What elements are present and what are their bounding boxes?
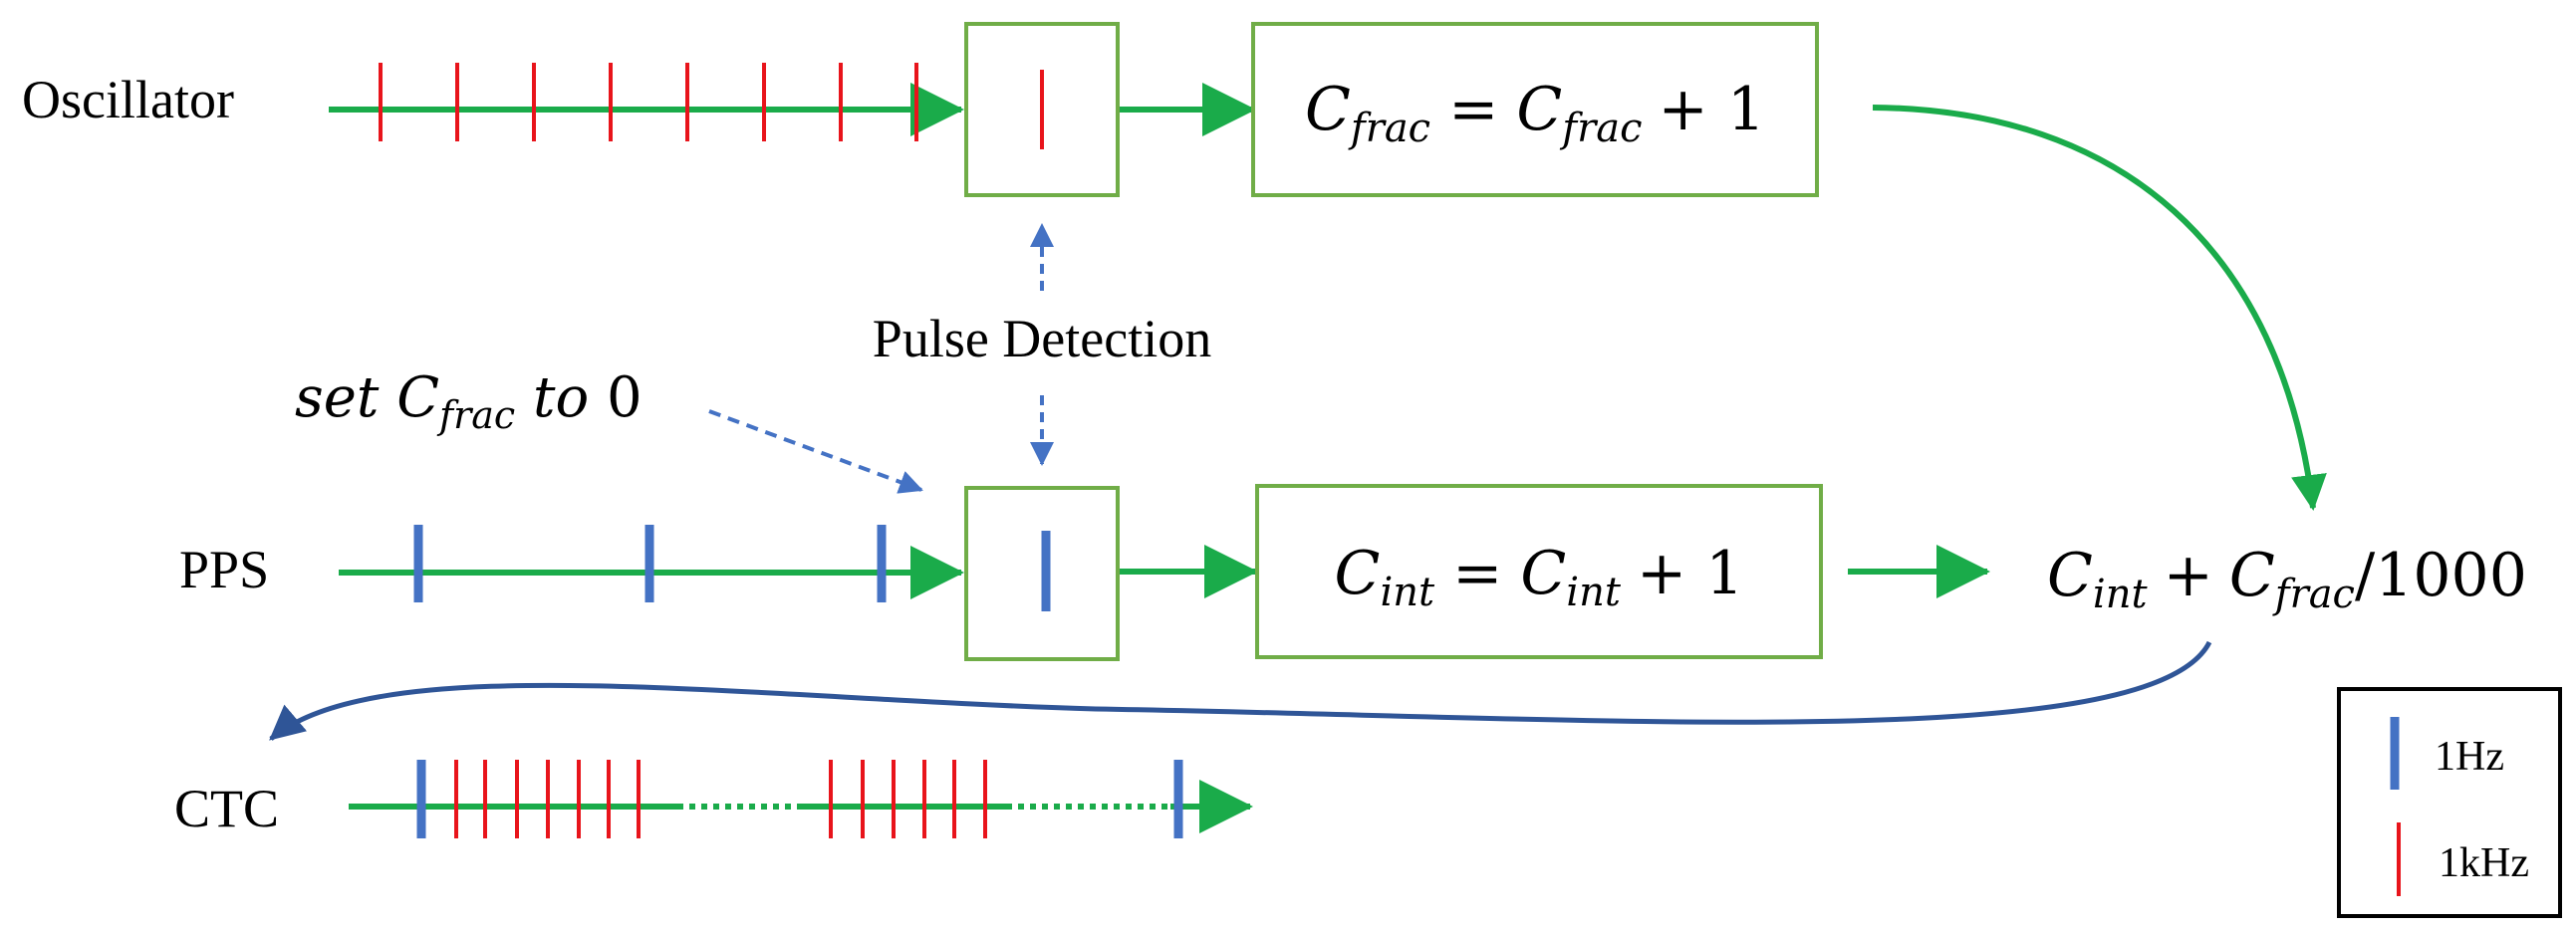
- cfrac-counter-box: [1251, 22, 1819, 197]
- cint-update-formula: Cint=Cint+ 1: [1335, 539, 1744, 615]
- reset-cfrac-label: set Cfrac to 0: [295, 365, 643, 437]
- ctc-label: CTC: [174, 779, 279, 838]
- pulse-detection-label: Pulse Detection: [873, 309, 1211, 368]
- reset-dashed-arrow: [708, 409, 923, 494]
- pps-label: PPS: [179, 540, 269, 599]
- cint-counter-box: [1255, 484, 1823, 659]
- legend-1hz-label: 1Hz: [2435, 734, 2504, 780]
- oscillator-1khz-pulses: [379, 63, 918, 141]
- legend-1khz-label: 1kHz: [2439, 840, 2529, 886]
- legend: 1Hz 1kHz: [2337, 687, 2562, 918]
- pps-1hz-pulses: [413, 525, 887, 602]
- oscillator-detector-box: [964, 22, 1120, 197]
- ctc-1khz-pulses: [454, 760, 987, 838]
- result-to-ctc-curve: [269, 640, 2212, 741]
- cfrac-to-result-curve: [1872, 105, 2327, 511]
- ctc-1hz-pulses: [416, 760, 1183, 838]
- pps-detector-box: [964, 486, 1120, 661]
- oscillator-label: Oscillator: [22, 70, 234, 129]
- cfrac-update-formula: Cfrac=Cfrac+ 1: [1305, 75, 1765, 151]
- legend-box: [2337, 687, 2562, 918]
- result-formula: Cint+Cfrac/1000: [2047, 541, 2527, 617]
